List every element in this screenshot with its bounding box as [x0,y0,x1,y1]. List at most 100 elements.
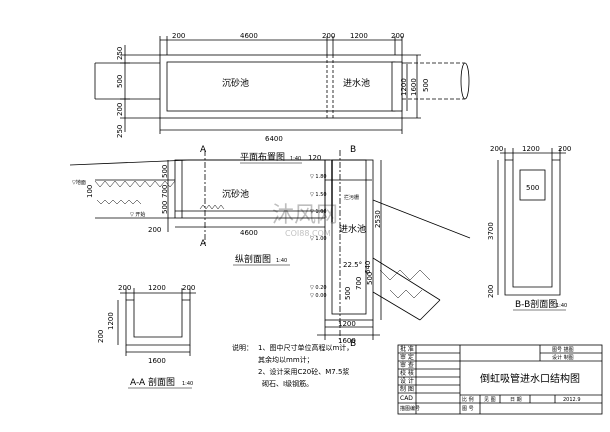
tb-no-label: 图 号 [462,406,474,412]
notes: 说明： 1、图中尺寸单位高程以m计， 其余均以mm计； 2、设计采用C20砼、M… [232,343,353,388]
tb-row-verify: 审 定 [400,353,414,361]
marker-a-bottom: A [200,239,207,249]
tb-scale-label: 比 例 [462,396,474,403]
tb-drawing-title: 倒虹吸管进水口结构图 [480,372,580,385]
watermark: 沐风网 COI88.COM [272,203,338,238]
bb-dim-base: 200 [487,285,495,298]
section-bb-view [497,148,566,296]
tb-row-cad: CAD [400,395,413,402]
aa-dim-1600: 1600 [148,357,166,365]
long-dim-500-b: 500 [161,201,169,214]
screen-label: 拦污栅 [344,194,359,201]
plan-view [94,36,470,134]
long-sand-tank-label: 沉砂池 [222,188,249,200]
tb-date-label: 日 期 [510,397,522,403]
tb-row-check: 校 核 [400,369,414,377]
tb-cell-top-2: 设计 制图 [552,354,574,361]
elev-ground: ▽地面 [72,179,86,186]
elev-0-00: ▽ 0.00 [310,293,327,299]
aa-title: A-A 剖面图 [130,376,175,388]
bb-dim-3700: 3700 [487,222,495,240]
long-dim-4600: 4600 [240,229,258,237]
long-dim-1200: 1200 [338,320,356,328]
plan-dim-500: 500 [116,75,124,88]
notes-line3: 2、设计采用C20砼、M7.5浆 [258,367,349,376]
long-dim-100: 100 [86,185,94,198]
plan-sand-tank-label: 沉砂池 [222,77,249,89]
section-bb-texts: 200 1200 200 500 3700 200 B-B剖面图 1:40 [487,145,571,311]
plan-dim-1200-right: 1200 [400,78,408,96]
title-block [397,344,603,415]
tb-scale-value: 见 图 [484,397,496,403]
long-dim-700: 700 [161,185,169,198]
aa-dim-1200: 1200 [148,284,166,292]
long-section-scale: 1:40 [276,258,287,264]
long-dim-700-b: 700 [355,277,363,290]
plan-dim-200-a: 200 [172,32,185,40]
section-aa-texts: 200 1200 200 1200 200 1600 A-A 剖面图 1:40 [97,284,195,389]
plan-dim-250: 250 [116,47,124,60]
bb-dim-200-a: 200 [490,145,503,153]
plan-texts: 200 4600 200 1200 200 6400 250 500 200 2… [116,32,430,164]
bb-dim-500: 500 [526,184,539,192]
watermark-sub: COI88.COM [285,229,331,238]
plan-dim-500-right: 500 [422,79,430,92]
long-section-title: 纵剖面图 [235,253,271,265]
elev-1-00-b: ▽ 1.00 [310,236,327,242]
elev-0-20: ▽ 0.20 [310,285,327,291]
tb-row-design: 设 计 [400,377,414,385]
bb-scale: 1:40 [556,303,567,309]
tb-row-approve: 批 准 [400,345,414,353]
plan-dim-1200: 1200 [350,32,368,40]
bb-title: B-B剖面图 [515,298,557,310]
plan-title: 平面布置图 [240,151,285,163]
aa-dim-200-b: 200 [182,284,195,292]
marker-b-top: B [350,145,356,155]
long-dim-2530: 2530 [374,210,382,228]
plan-scale: 1:40 [290,156,301,162]
plan-dim-200-c: 200 [391,32,404,40]
notes-line2: 其余均以mm计； [258,355,314,364]
elev-1-50: ▽ 1.50 [310,192,327,198]
long-dim-120: 120 [308,154,321,162]
long-dim-500-a: 500 [161,165,169,178]
long-dim-500-c: 500 [344,287,352,300]
masonry-hatch [94,180,431,299]
marker-a-top: A [200,145,207,155]
watermark-text: 沐风网 [272,203,338,228]
aa-dim-height: 1200 [107,312,115,330]
long-dim-angle: 22.5° [343,261,362,269]
aa-dim-200-a: 200 [118,284,131,292]
plan-dim-1600: 1600 [410,78,418,96]
tb-row-review: 审 查 [400,361,414,369]
long-section-texts: A A B B 沉砂池 进水池 拦污栅 500 700 500 200 100 … [72,145,382,349]
section-aa-view [117,288,196,356]
long-dim-500-d: 500 [366,272,374,285]
notes-line4: 砌石、Ⅰ级钢筋。 [262,379,313,388]
tb-row-draw: 制 图 [400,385,414,393]
aa-scale: 1:40 [182,381,193,387]
plan-dim-200-left: 200 [116,103,124,116]
long-dim-640: 640 [364,261,372,274]
long-section-view [69,150,471,340]
bb-dim-200-b: 200 [558,145,571,153]
tb-row-drawing-no: 描图编号 [400,405,420,412]
notes-line1: 1、图中尺寸单位高程以m计， [258,343,353,352]
plan-inlet-tank-label: 进水池 [343,77,370,89]
plan-dim-200-b: 200 [322,32,335,40]
long-dim-1600: 1600 [338,337,356,345]
plan-dim-250-bottom: 250 [116,125,124,138]
plan-dim-4600: 4600 [240,32,258,40]
tb-date-value: 2012.9 [563,397,581,403]
elev-1-00-a: ▽ 1.00 [310,209,327,215]
title-block-texts: 批 准 审 定 审 查 校 核 设 计 制 图 CAD 描图编号 倒虹吸管进水口… [400,345,581,412]
notes-heading: 说明： [232,343,253,352]
elev-start: ▽ 开始 [130,211,145,218]
long-dim-200-left: 200 [148,226,161,234]
marker-b-bottom: B [350,339,356,349]
tb-cell-top-1: 图号 描图 [552,346,574,353]
bb-dim-1200: 1200 [522,145,540,153]
long-inlet-tank-label: 进水池 [339,223,366,235]
aa-dim-base: 200 [97,330,105,343]
